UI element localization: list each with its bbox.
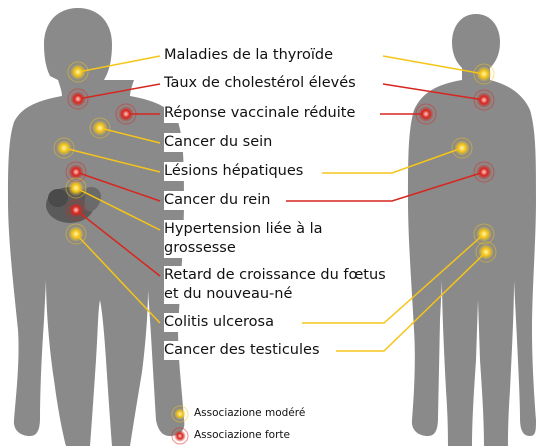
marker-female-colitis xyxy=(66,224,86,244)
marker-male-vaccine xyxy=(416,104,436,124)
marker-female-kidney xyxy=(66,162,86,182)
label-liver: Lésions hépatiques xyxy=(164,162,303,181)
marker-female-cholesterol xyxy=(68,89,88,109)
legend-moderate-marker xyxy=(172,406,188,422)
label-cholesterol: Taux de cholestérol élevés xyxy=(164,74,356,93)
legend-strong-marker xyxy=(172,428,188,444)
marker-female-liver xyxy=(54,138,74,158)
marker-male-kidney xyxy=(474,162,494,182)
marker-male-liver xyxy=(452,138,472,158)
label-breast: Cancer du sein xyxy=(164,133,272,152)
marker-female-hypertension xyxy=(66,178,86,198)
marker-female-vaccine xyxy=(116,104,136,124)
marker-female-growth xyxy=(66,200,86,220)
label-growth: Retard de croissance du fœtus et du nouv… xyxy=(164,266,402,304)
marker-male-colitis xyxy=(474,224,494,244)
marker-male-thyroid xyxy=(474,64,494,84)
legend-moderate-label: Associazione modéré xyxy=(194,407,305,419)
label-thyroid: Maladies de la thyroïde xyxy=(164,46,333,65)
male-silhouette xyxy=(408,14,536,446)
marker-female-breast xyxy=(90,118,110,138)
legend-strong-label: Associazione forte xyxy=(194,429,290,441)
marker-male-cholesterol xyxy=(474,90,494,110)
label-kidney: Cancer du rein xyxy=(164,191,270,210)
marker-female-thyroid xyxy=(68,62,88,82)
female-silhouette xyxy=(8,8,184,446)
label-testicular: Cancer des testicules xyxy=(164,341,320,360)
label-colitis: Colitis ulcerosa xyxy=(164,313,274,332)
label-hypertension: Hypertension liée à la grossesse xyxy=(164,220,340,258)
marker-male-testicular xyxy=(476,242,496,262)
label-vaccine: Réponse vaccinale réduite xyxy=(164,104,355,123)
